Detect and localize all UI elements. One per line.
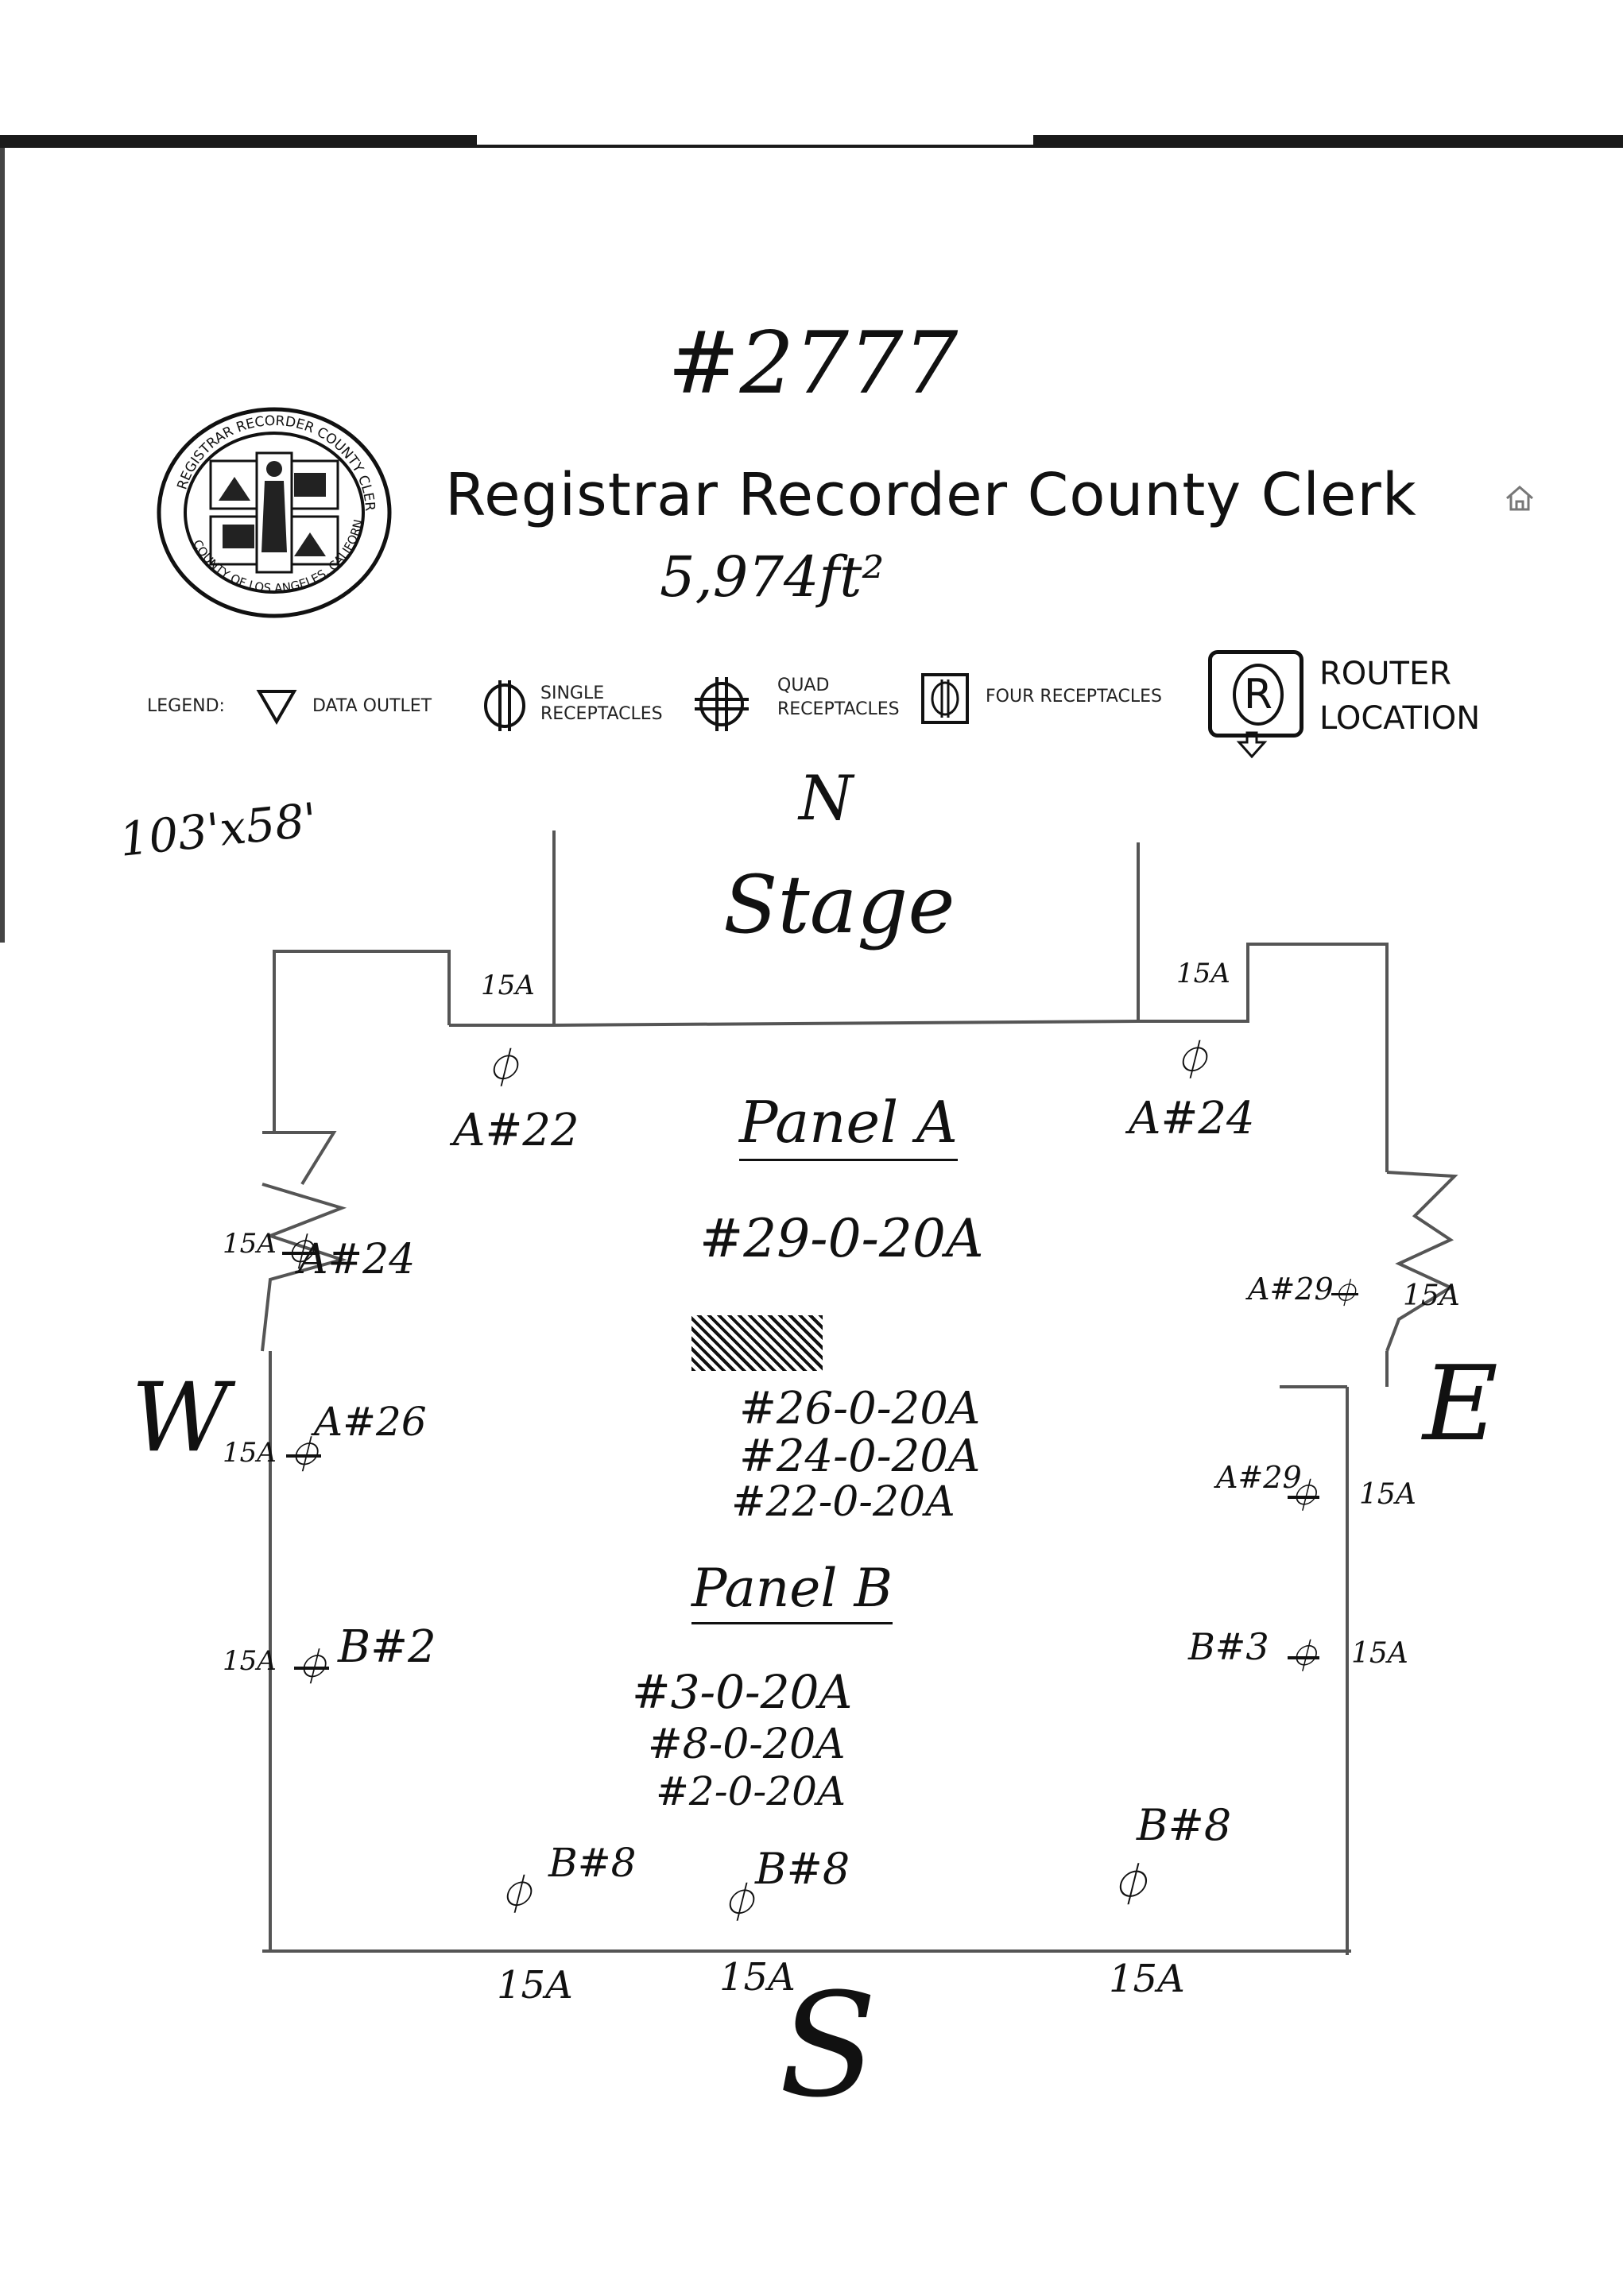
outlet-south-2-label: B#8 (755, 1844, 850, 1894)
legend-four-receptacles: FOUR RECEPTACLES (986, 687, 1162, 707)
panel-b-circuit-1: #3-0-20A (632, 1665, 853, 1719)
legend-quad-receptacles: QUAD RECEPTACLES (777, 674, 900, 722)
scan-left-edge (0, 148, 5, 943)
outlet-west-2-label: A#26 (314, 1399, 427, 1445)
panel-a-title: Panel A (739, 1089, 959, 1161)
county-seal-icon: REGISTRAR RECORDER COUNTY CLERK COUNTY O… (155, 405, 392, 618)
panel-a-circuit-1: #29-0-20A (699, 1208, 984, 1269)
receptacle-east-1-icon: ⏀ (1331, 1278, 1358, 1310)
outlet-south-3-label: B#8 (1137, 1800, 1232, 1850)
outlet-east-2-label: A#29 (1216, 1460, 1302, 1495)
home-icon (1506, 486, 1533, 511)
outlet-south-1-amp: 15A (497, 1963, 573, 2008)
router-letter: R (1233, 664, 1284, 726)
data-outlet-icon (256, 690, 297, 725)
outlet-east-1-label: A#29 (1248, 1272, 1334, 1307)
outlet-east-3-amp: 15A (1351, 1637, 1408, 1670)
outlet-west-1-label: A#24 (298, 1236, 416, 1284)
compass-north: N (799, 763, 854, 834)
legend-quad-line1: QUAD (777, 676, 830, 695)
receptacle-east-3-icon: ⏀ (1288, 1639, 1319, 1675)
page-title: Registrar Recorder County Clerk (445, 461, 1417, 529)
outlet-west-3-label: B#2 (338, 1621, 436, 1673)
router-arrow-icon (1236, 731, 1268, 758)
stage-label: Stage (723, 858, 955, 951)
quad-receptacle-icon (695, 677, 749, 731)
outlet-north-right-amp: 15A (1176, 958, 1230, 989)
outlet-north-right-label: A#24 (1129, 1093, 1255, 1144)
scan-top-border-gap (477, 134, 1033, 145)
legend-single-line1: SINGLE (540, 683, 605, 703)
receptacle-east-2-icon: ⏀ (1288, 1478, 1319, 1515)
scribbled-out-entry (691, 1315, 823, 1371)
legend-single-receptacles: SINGLE RECEPTACLES (540, 683, 663, 725)
single-receptacle-icon (484, 680, 525, 731)
legend-quad-line2: RECEPTACLES (777, 699, 900, 719)
panel-a-circuit-4: #22-0-20A (731, 1478, 955, 1526)
receptacle-north-right-icon: ⏀ (1172, 1039, 1211, 1083)
panel-a-circuit-2: #26-0-20A (739, 1383, 981, 1435)
outlet-east-3-label: B#3 (1188, 1625, 1269, 1668)
compass-west: W (131, 1363, 230, 1473)
receptacle-west-3-icon: ⏀ (294, 1647, 329, 1688)
outlet-west-1-amp: 15A (223, 1228, 277, 1260)
receptacle-south-1-icon: ⏀ (497, 1873, 536, 1918)
receptacle-north-left-icon: ⏀ (483, 1047, 522, 1091)
panel-b-circuit-3: #2-0-20A (656, 1768, 846, 1814)
compass-south: S (779, 1963, 877, 2129)
room-number: #2777 (668, 314, 959, 413)
legend-single-line2: RECEPTACLES (540, 704, 663, 724)
panel-b-title: Panel B (691, 1558, 893, 1624)
outlet-west-3-amp: 15A (223, 1645, 277, 1677)
four-receptacles-icon (921, 673, 969, 724)
legend-data-outlet: DATA OUTLET (312, 696, 432, 716)
receptacle-south-3-icon: ⏀ (1109, 1862, 1151, 1910)
outlet-east-2-amp: 15A (1359, 1478, 1416, 1511)
area-label: 5,974ft² (660, 544, 885, 610)
panel-a-circuit-3: #24-0-20A (739, 1431, 981, 1482)
compass-east: E (1423, 1343, 1498, 1464)
outlet-west-2-amp: 15A (223, 1437, 277, 1469)
receptacle-south-2-icon: ⏀ (719, 1881, 758, 1926)
outlet-south-2-amp: 15A (719, 1955, 796, 2000)
outlet-north-left-amp: 15A (481, 970, 535, 1001)
legend-label: LEGEND: (147, 696, 225, 716)
outlet-east-1-amp: 15A (1403, 1280, 1460, 1312)
legend-router-line1: ROUTER (1319, 656, 1452, 692)
outlet-north-left-label: A#22 (453, 1105, 579, 1156)
panel-b-circuit-2: #8-0-20A (648, 1721, 846, 1768)
outlet-south-1-label: B#8 (548, 1840, 637, 1886)
legend-router-line2: LOCATION (1319, 700, 1481, 737)
receptacle-west-1-icon: ⏀ (282, 1233, 317, 1273)
receptacle-west-2-icon: ⏀ (286, 1435, 321, 1476)
legend-router-location: ROUTER LOCATION (1319, 652, 1480, 741)
outlet-south-3-amp: 15A (1109, 1957, 1185, 2001)
